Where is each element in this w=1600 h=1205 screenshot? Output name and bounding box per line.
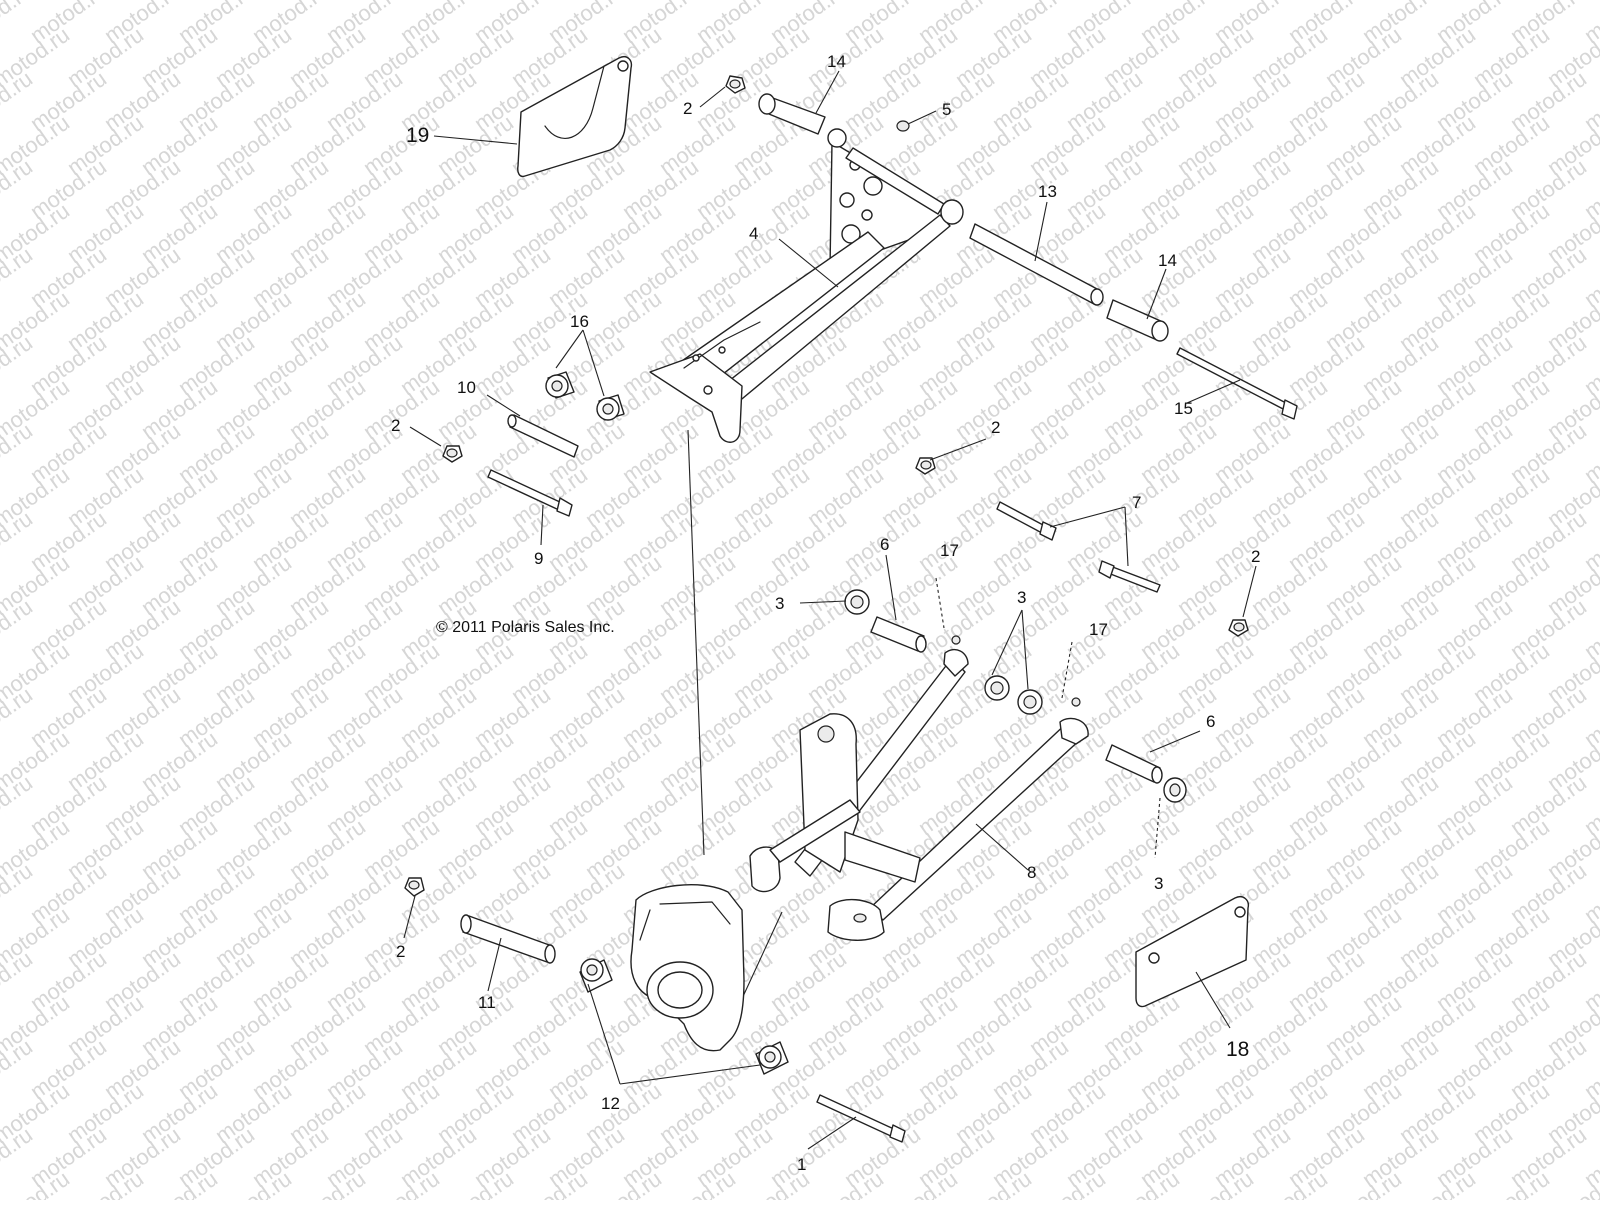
callout-2-d: 2 [1251, 547, 1260, 566]
sleeve-part-6-a [870, 616, 927, 653]
callout-14-b: 14 [1158, 251, 1177, 270]
fitting-part-17-b [1071, 697, 1081, 707]
lower-a-arm-part-8 [749, 648, 1089, 941]
dashed-center-lines [935, 577, 1161, 859]
nut-part-2-a [725, 75, 746, 94]
bushing-part-3-c [1017, 689, 1043, 715]
callout-8: 8 [1027, 863, 1036, 882]
bushing-part-16-b [596, 394, 625, 421]
copyright-notice: © 2011 Polaris Sales Inc. [436, 619, 615, 636]
callout-17-b: 17 [1089, 620, 1108, 639]
callout-13: 13 [1038, 182, 1057, 201]
callout-14-a: 14 [827, 52, 846, 71]
callout-9: 9 [534, 549, 543, 568]
bolt-part-1 [816, 1094, 906, 1143]
pin-part-10 [507, 414, 579, 458]
callout-18: 18 [1226, 1038, 1249, 1061]
callout-19: 19 [406, 124, 429, 147]
bolt-part-15 [1176, 347, 1298, 420]
bushing-part-16-a [545, 371, 575, 399]
callout-12: 12 [601, 1094, 620, 1113]
nut-part-2-c [915, 457, 936, 475]
callout-3-c: 3 [1154, 874, 1163, 893]
callout-6-a: 6 [880, 535, 889, 554]
callout-2-c: 2 [991, 418, 1000, 437]
bushing-part-3-b [984, 675, 1010, 701]
nut-part-2-d [1228, 619, 1249, 637]
callout-3-a: 3 [775, 594, 784, 613]
nut-part-2-e [404, 877, 425, 897]
bushing-part-12-a [579, 958, 613, 993]
bushing-part-14-top [758, 93, 826, 135]
sleeve-part-13 [969, 223, 1104, 306]
callout-2-b: 2 [391, 416, 400, 435]
alignment-lines [687, 429, 783, 1004]
callout-10: 10 [457, 378, 476, 397]
nut-part-5 [896, 120, 910, 132]
bolt-part-7-b [1098, 560, 1161, 593]
pin-part-11 [460, 914, 556, 964]
callout-labels: 19 2 14 5 13 14 15 4 16 10 2 9 2 7 2 3 6… [391, 52, 1260, 1174]
hub-carrier [630, 883, 745, 1052]
leader-lines [403, 70, 1257, 1150]
bracket-part-19 [517, 56, 633, 178]
bolt-part-9 [487, 469, 573, 517]
nut-part-2-b [442, 445, 463, 463]
callout-2-a: 2 [683, 99, 692, 118]
bushing-part-12-b [755, 1041, 789, 1075]
upper-a-arm-part-4 [649, 128, 964, 443]
bushing-part-3-a [844, 589, 870, 615]
callout-1: 1 [797, 1155, 806, 1174]
callout-7: 7 [1132, 493, 1141, 512]
callout-15: 15 [1174, 399, 1193, 418]
bushing-part-14-right [1106, 299, 1169, 342]
callout-2-e: 2 [396, 942, 405, 961]
callout-6-b: 6 [1206, 712, 1215, 731]
callout-11: 11 [478, 993, 496, 1012]
callout-5: 5 [942, 100, 951, 119]
sleeve-part-6-b [1105, 744, 1163, 784]
fitting-part-17-a [951, 635, 961, 645]
bushing-part-3-d [1163, 777, 1187, 803]
callout-17-a: 17 [940, 541, 959, 560]
callout-3-b: 3 [1017, 588, 1026, 607]
callout-16: 16 [570, 312, 589, 331]
callout-4: 4 [749, 224, 758, 243]
bracket-part-18 [1135, 896, 1250, 1008]
